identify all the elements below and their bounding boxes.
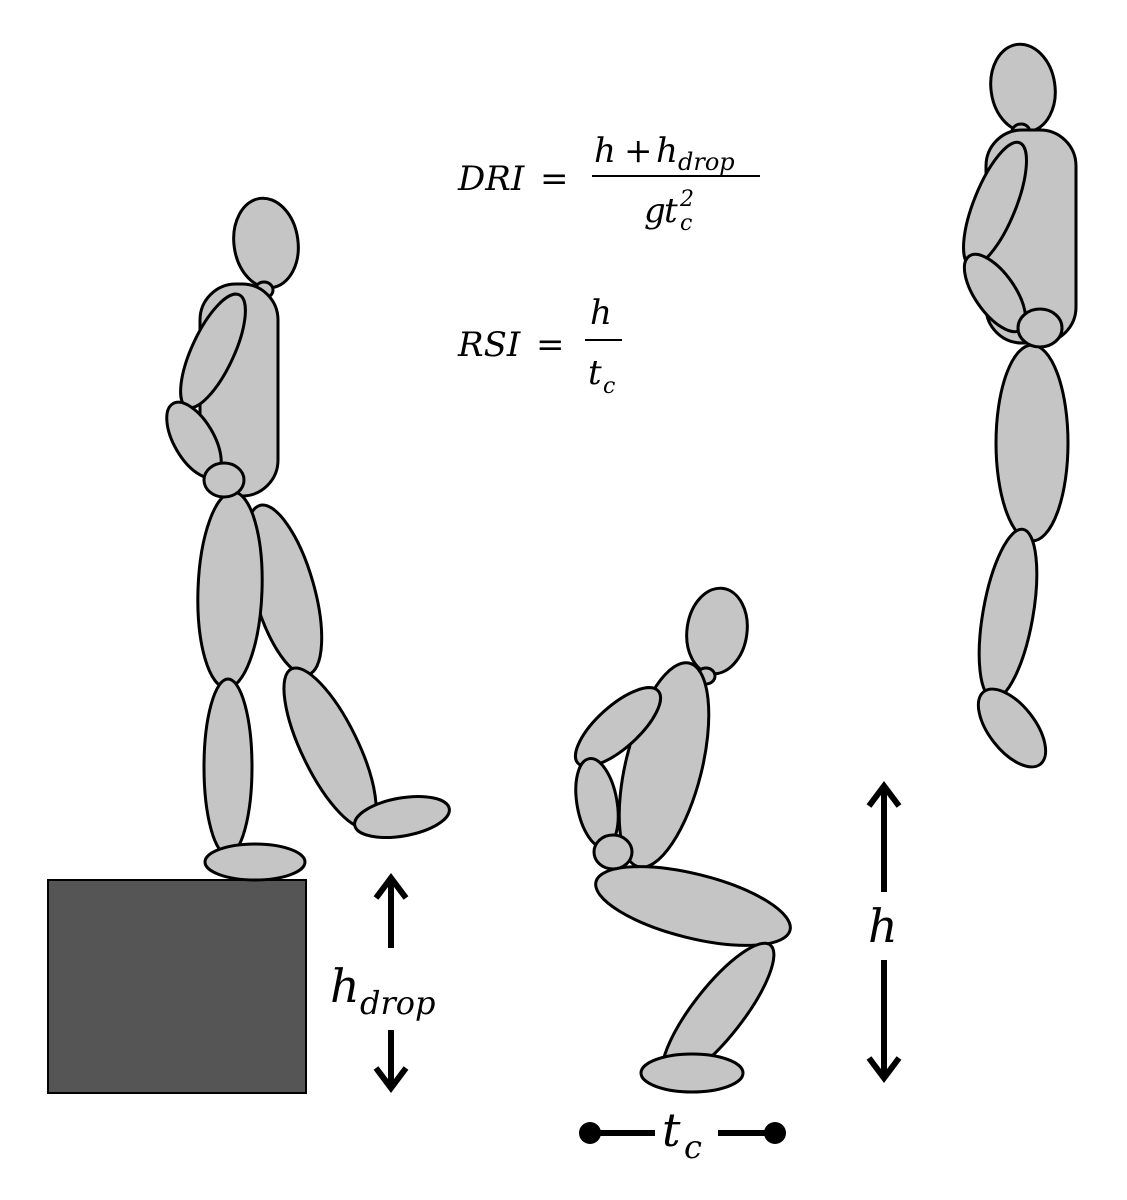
figure-standing-front-foot <box>203 842 307 882</box>
h-drop-label-base: h <box>330 959 360 1013</box>
dri-den-sup-2: 2 <box>679 187 694 212</box>
dri-lhs: DRI <box>457 159 525 199</box>
rsi-den-t: t <box>588 353 602 393</box>
t-c-label-sub: c <box>684 1128 702 1166</box>
figure-jump-shin <box>977 527 1039 701</box>
up-down-arrow-icon <box>373 873 409 1093</box>
figure-squat-thigh <box>594 865 792 947</box>
dri-den-g: g <box>644 191 666 231</box>
figure-jump-foot <box>976 687 1048 769</box>
dri-den-sub-c: c <box>680 211 692 236</box>
h-label: h <box>868 899 898 953</box>
figure-jump-thigh <box>994 343 1070 543</box>
t-c-indicator: t c <box>579 1103 786 1166</box>
figure-jump-hand <box>1016 307 1064 349</box>
rsi-equation: RSI = h t c <box>457 293 622 399</box>
figure-standing-front-thigh <box>196 490 264 690</box>
dri-num-sub-drop: drop <box>678 148 735 176</box>
rsi-num-h: h <box>590 293 612 333</box>
figure-standing-head <box>232 196 300 290</box>
dri-equation: DRI = h + h drop g t c 2 <box>457 131 760 236</box>
figure-standing <box>165 196 451 882</box>
dri-num-h: h <box>594 131 616 171</box>
figure-squat <box>573 586 792 1094</box>
figure-standing-hand <box>202 461 246 499</box>
h-indicator: h <box>866 781 902 1083</box>
figure-standing-back-foot <box>353 795 451 839</box>
figure-squat-upper-arm <box>573 686 663 768</box>
rsi-den-sub-c: c <box>603 374 615 399</box>
figure-squat-hand <box>592 833 634 871</box>
figure-jump <box>962 42 1078 769</box>
figure-jump-head <box>989 42 1057 134</box>
rsi-equals: = <box>536 325 565 365</box>
dri-equals: = <box>540 159 569 199</box>
dri-num-plus: + <box>624 131 653 171</box>
rsi-lhs: RSI <box>457 325 521 365</box>
h-drop-label-sub: drop <box>360 984 436 1022</box>
dri-num-h2: h <box>656 131 678 171</box>
h-drop-indicator: h drop <box>330 873 436 1093</box>
drop-box <box>47 879 307 1094</box>
figure-standing-front-shin <box>202 677 254 857</box>
up-down-arrow-icon <box>866 781 902 1083</box>
dumbbell-line-icon <box>579 1122 786 1144</box>
t-c-label-base: t <box>662 1103 681 1157</box>
figure-squat-foot <box>639 1052 745 1094</box>
dri-den-t: t <box>664 191 678 231</box>
